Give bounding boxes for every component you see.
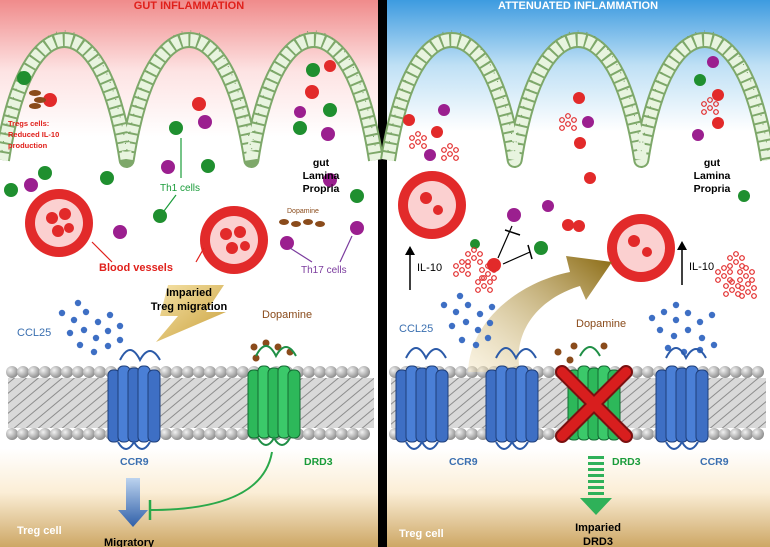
right-blood-vessel-1 xyxy=(398,171,466,239)
svg-text:Treg migration: Treg migration xyxy=(151,301,228,313)
right-blood-vessel-2 xyxy=(607,214,675,282)
right-lamina-propria-label: gut Lamina Propria xyxy=(694,157,731,195)
left-treg-note: Tregs cells: Reduced IL-10 production xyxy=(8,119,59,150)
svg-text:Propria: Propria xyxy=(694,183,731,195)
left-blood-vessel-2 xyxy=(200,206,268,274)
left-treg-cell-label: Treg cell xyxy=(17,525,62,537)
svg-text:Imparied: Imparied xyxy=(575,522,621,534)
impaired-drd3-label: Imparied DRD3 xyxy=(575,522,621,547)
right-ccr9-receptor-2 xyxy=(485,347,539,450)
right-treg-cell-label: Treg cell xyxy=(399,528,444,540)
panel-divider xyxy=(378,0,387,547)
right-ccr9-right-label: CCR9 xyxy=(700,456,729,468)
left-ccr9-label: CCR9 xyxy=(120,456,149,468)
right-ccr9-receptor-1 xyxy=(395,347,449,450)
left-panel-title: GUT INFLAMMATION xyxy=(134,0,244,12)
left-ccr9-receptor xyxy=(107,349,161,450)
right-ccr9-left-label: CCR9 xyxy=(449,456,478,468)
svg-text:Tregs cells:: Tregs cells: xyxy=(8,119,49,128)
impaired-migration-bolt-icon xyxy=(156,285,226,342)
svg-text:gut: gut xyxy=(704,157,721,169)
svg-text:Imparied: Imparied xyxy=(166,287,212,299)
right-il10-left-label: IL-10 xyxy=(417,262,442,274)
left-dopamine-molecules xyxy=(279,219,325,227)
left-dopamine-small-label: Dopamine xyxy=(287,208,319,215)
left-blood-vessel-1 xyxy=(25,189,93,257)
blood-vessels-label: Blood vessels xyxy=(99,262,173,274)
drd3-inhibition-line xyxy=(149,451,273,511)
right-dopamine-label: Dopamine xyxy=(576,318,626,330)
inhibit-line-2 xyxy=(502,251,531,265)
blood-vessel-pointer-2 xyxy=(195,247,205,263)
right-drd3-label: DRD3 xyxy=(612,456,641,468)
right-immune-cells xyxy=(403,56,750,272)
blood-vessel-pointer-1 xyxy=(91,241,113,263)
left-drd3-receptor xyxy=(247,345,301,446)
right-panel-title: ATTENUATED INFLAMMATION xyxy=(498,0,658,12)
right-dopamine-molecules xyxy=(554,342,608,364)
right-ccl25-chemokines-left xyxy=(440,292,496,349)
drd3-blocked-x-icon xyxy=(555,365,633,443)
left-cell-membrane xyxy=(6,366,374,440)
right-ccr9-receptor-3 xyxy=(655,347,709,450)
right-ccl25-chemokines-right xyxy=(648,301,718,356)
left-ccl25-label: CCL25 xyxy=(17,327,51,339)
svg-text:production: production xyxy=(8,141,48,150)
th1-pointer-line-2 xyxy=(163,194,177,212)
th17-pointer-2 xyxy=(339,235,353,263)
left-dopamine-label: Dopamine xyxy=(262,309,312,321)
right-il10-clusters xyxy=(409,97,757,299)
impaired-drd3-striped-arrow-icon xyxy=(580,456,612,515)
right-villi-epithelium xyxy=(380,30,770,168)
impaired-migration-label: Imparied Treg migration xyxy=(151,287,228,313)
left-villi-epithelium xyxy=(0,30,384,168)
svg-text:Lamina: Lamina xyxy=(694,170,731,182)
left-lamina-propria-label: gut Lamina Propria xyxy=(303,157,340,195)
right-ccl25-label: CCL25 xyxy=(399,323,433,335)
treg-migration-arrow-icon xyxy=(468,256,612,372)
th17-cells-label: Th17 cells xyxy=(301,265,347,276)
svg-text:Reduced IL-10: Reduced IL-10 xyxy=(8,130,59,139)
migratory-label: Migratory xyxy=(104,537,155,547)
svg-text:Propria: Propria xyxy=(303,183,340,195)
left-immune-cells xyxy=(4,60,364,250)
svg-text:DRD3: DRD3 xyxy=(583,536,613,547)
left-dopamine-near-drd3 xyxy=(250,339,294,362)
left-ccl25-chemokines xyxy=(58,299,124,356)
th1-cells-label: Th1 cells xyxy=(160,183,200,194)
svg-text:Lamina: Lamina xyxy=(303,170,340,182)
right-il10-right-label: IL-10 xyxy=(689,261,714,273)
svg-text:gut: gut xyxy=(313,157,330,169)
th17-pointer-1 xyxy=(289,247,313,263)
migratory-down-arrow-icon xyxy=(118,478,148,527)
left-drd3-label: DRD3 xyxy=(304,456,333,468)
